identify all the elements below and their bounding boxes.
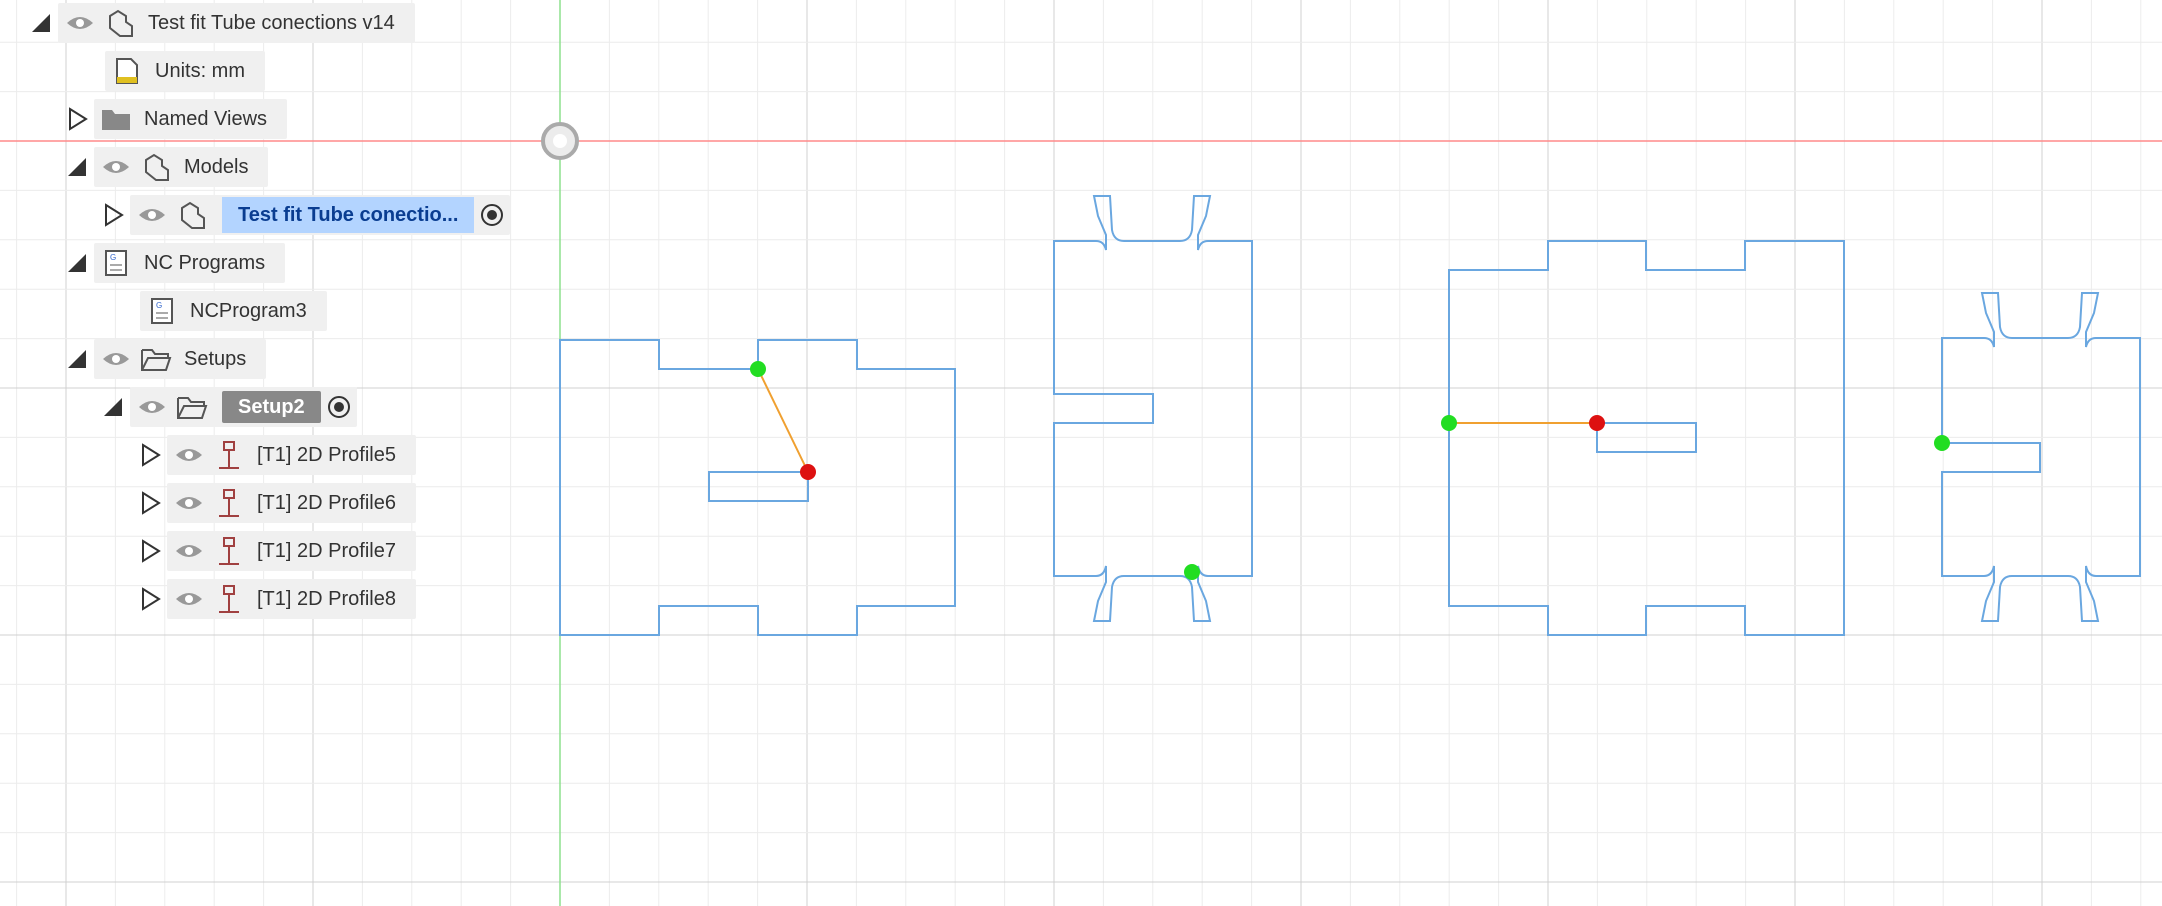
origin-marker (541, 122, 579, 160)
eye-icon[interactable] (98, 341, 134, 377)
exit-point-1[interactable] (800, 464, 816, 480)
setup-item-label[interactable]: Setup2 (222, 391, 321, 423)
nc-programs-label: NC Programs (144, 251, 266, 274)
collapsed-triangle-icon[interactable] (133, 486, 167, 520)
radio-target-icon[interactable] (321, 389, 357, 425)
setups-label: Setups (184, 347, 247, 370)
tool-icon (211, 485, 247, 521)
collapsed-triangle-icon[interactable] (60, 102, 94, 136)
expanded-triangle-icon[interactable] (96, 390, 130, 424)
collapsed-triangle-icon[interactable] (96, 198, 130, 232)
tree-units[interactable]: Units: mm (105, 51, 265, 91)
operation-label: [T1] 2D Profile5 (257, 443, 396, 466)
tree-operation[interactable]: [T1] 2D Profile8 (133, 579, 416, 619)
operation-label: [T1] 2D Profile6 (257, 491, 396, 514)
nc-program-icon: G (144, 293, 180, 329)
ruler-document-icon (109, 53, 145, 89)
tool-icon (211, 533, 247, 569)
operation-label: [T1] 2D Profile7 (257, 539, 396, 562)
lead-line-1 (757, 368, 809, 473)
model-item-label[interactable]: Test fit Tube conectio... (222, 197, 475, 233)
eye-icon[interactable] (171, 485, 207, 521)
profile-part-3[interactable] (1448, 240, 1845, 636)
tool-icon (211, 437, 247, 473)
component-icon (138, 149, 174, 185)
eye-icon[interactable] (134, 197, 170, 233)
tree-setups[interactable]: Setups (60, 339, 267, 379)
expanded-triangle-icon[interactable] (60, 342, 94, 376)
tree-models[interactable]: Models (60, 147, 269, 187)
svg-text:G: G (110, 253, 116, 262)
tree-model-item[interactable]: Test fit Tube conectio... (96, 195, 511, 235)
profile-part-1-slot (708, 471, 809, 502)
eye-icon[interactable] (98, 149, 134, 185)
entry-point-2[interactable] (1184, 564, 1200, 580)
nc-program-item-label: NCProgram3 (190, 299, 307, 322)
tool-icon (211, 581, 247, 617)
tree-setup-item[interactable]: Setup2 (96, 387, 357, 427)
folder-icon (98, 101, 134, 137)
eye-icon[interactable] (134, 389, 170, 425)
radio-target-icon[interactable] (474, 197, 510, 233)
tree-operation[interactable]: [T1] 2D Profile7 (133, 531, 416, 571)
eye-icon[interactable] (171, 581, 207, 617)
entry-point-4[interactable] (1934, 435, 1950, 451)
models-label: Models (184, 155, 249, 178)
svg-text:G: G (156, 301, 162, 310)
entry-point-1[interactable] (750, 361, 766, 377)
tree-operation[interactable]: [T1] 2D Profile6 (133, 483, 416, 523)
eye-icon[interactable] (171, 533, 207, 569)
profile-part-1[interactable] (559, 339, 956, 636)
profile-part-4[interactable] (1941, 292, 2141, 622)
exit-point-3[interactable] (1589, 415, 1605, 431)
tree-root-row[interactable]: Test fit Tube conections v14 (58, 3, 415, 43)
profile-part-3-slot (1596, 422, 1697, 453)
tree-root[interactable]: Test fit Tube conections v14 (24, 3, 415, 43)
expanded-triangle-icon[interactable] (60, 246, 94, 280)
open-folder-icon (174, 389, 210, 425)
tree-root-label: Test fit Tube conections v14 (148, 11, 395, 34)
collapsed-triangle-icon[interactable] (133, 582, 167, 616)
component-icon (102, 5, 138, 41)
open-folder-icon (138, 341, 174, 377)
collapsed-triangle-icon[interactable] (133, 438, 167, 472)
tree-nc-program-item[interactable]: G NCProgram3 (140, 291, 327, 331)
expanded-triangle-icon[interactable] (60, 150, 94, 184)
units-label: Units: mm (155, 59, 245, 82)
collapsed-triangle-icon[interactable] (133, 534, 167, 568)
tree-nc-programs[interactable]: G NC Programs (60, 243, 286, 283)
entry-point-3[interactable] (1441, 415, 1457, 431)
tree-named-views[interactable]: Named Views (60, 99, 288, 139)
named-views-label: Named Views (144, 107, 268, 130)
expanded-triangle-icon[interactable] (24, 6, 58, 40)
eye-icon[interactable] (171, 437, 207, 473)
operation-label: [T1] 2D Profile8 (257, 587, 396, 610)
eye-icon[interactable] (62, 5, 98, 41)
component-icon (174, 197, 210, 233)
profile-part-2[interactable] (1053, 195, 1253, 622)
nc-program-icon: G (98, 245, 134, 281)
tree-operation[interactable]: [T1] 2D Profile5 (133, 435, 416, 475)
